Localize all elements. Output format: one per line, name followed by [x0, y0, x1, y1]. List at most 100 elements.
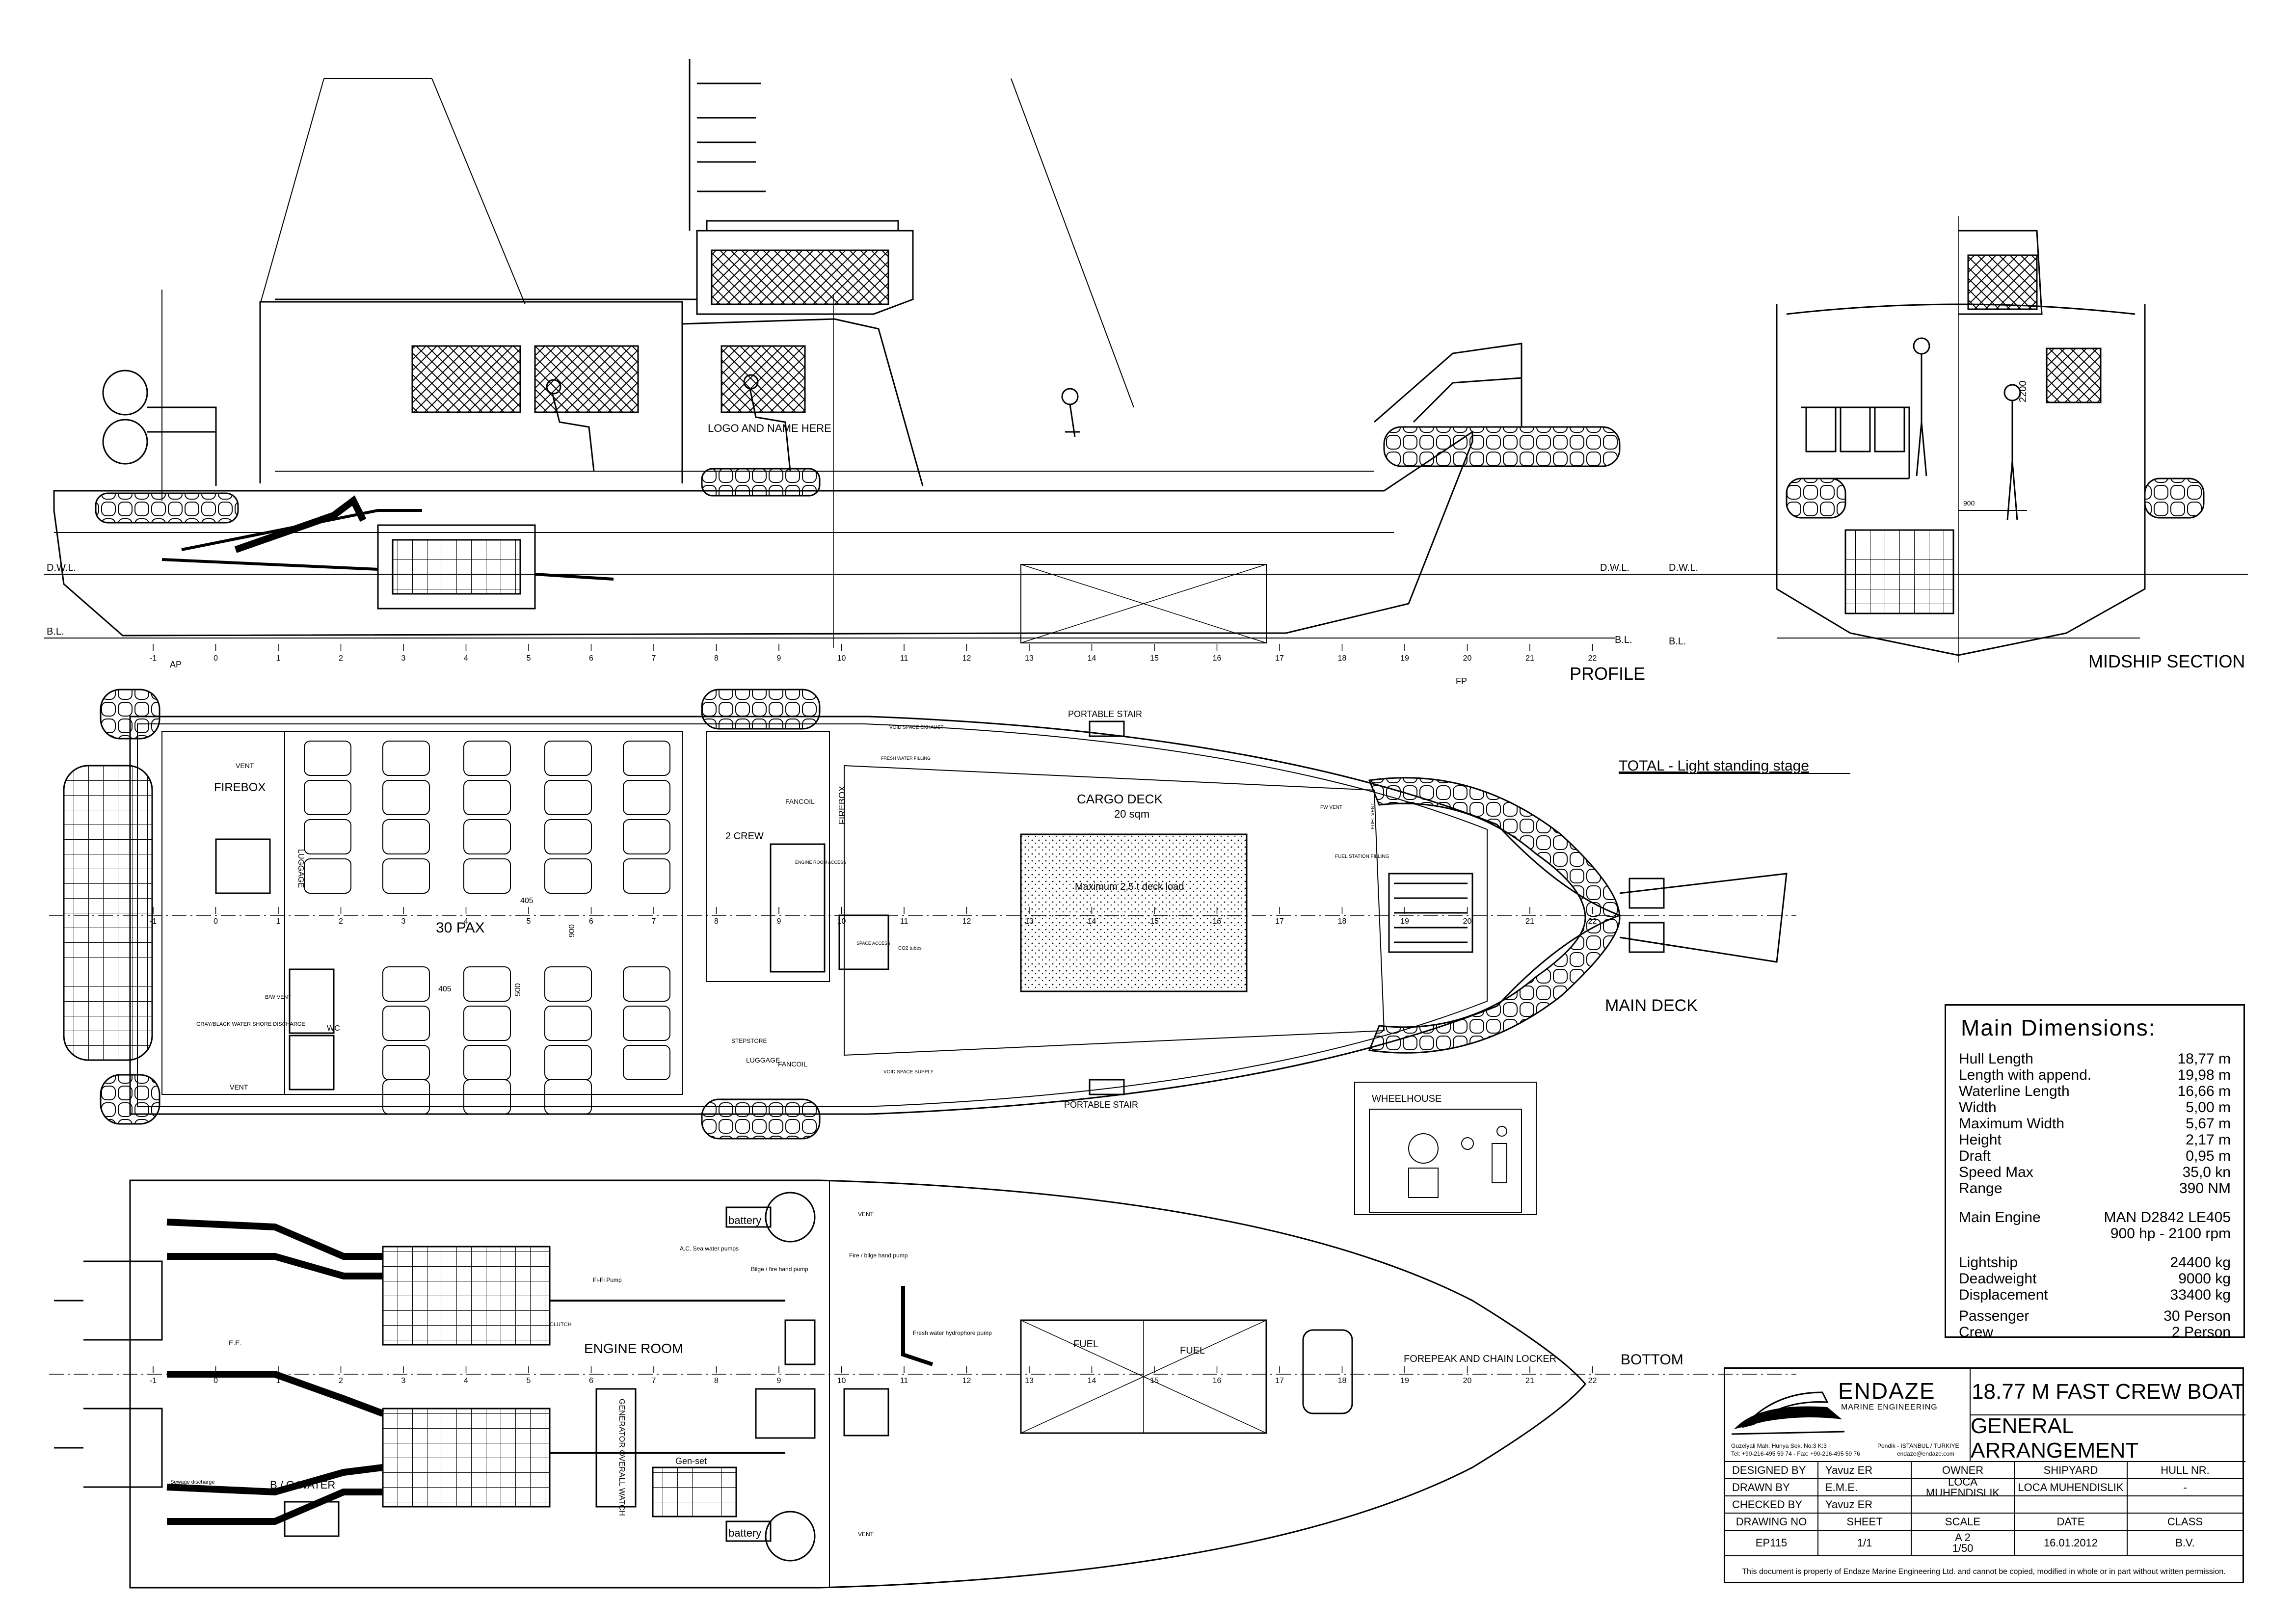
passenger-seat-21	[382, 1006, 430, 1041]
drawn-by-value: E.M.E.	[1818, 1479, 1912, 1495]
engine-access-label: ENGINE ROOM ACCESS	[795, 860, 846, 865]
dimension-value: 5,67 m	[2186, 1116, 2231, 1132]
company-email: endaze@endaze.com	[1897, 1450, 1954, 1457]
battery-label-bottom: battery	[728, 1527, 761, 1539]
date-value: 16.01.2012	[2015, 1531, 2128, 1555]
bilge-hand-pump-label: Bilge / fire hand pump	[751, 1266, 808, 1273]
passenger-seat-18	[623, 819, 670, 854]
bottom-label: BOTTOM	[1621, 1352, 1683, 1368]
fuel-label-1: FUEL	[1073, 1339, 1098, 1350]
deck-frame-15: 14	[1088, 917, 1096, 926]
dimension-label: Maximum Width	[1959, 1116, 2065, 1132]
hull-nr-header: HULL NR.	[2161, 1464, 2210, 1476]
paper-size: A 2	[1955, 1531, 1971, 1544]
genset-label: Gen-set	[675, 1456, 707, 1466]
deck-frame-8: 7	[652, 917, 656, 926]
midship-label: MIDSHIP SECTION	[2088, 651, 2245, 671]
dimension-value: 0,95 m	[2186, 1148, 2231, 1164]
bottom-frame-4: 3	[401, 1377, 406, 1385]
profile-fp: FP	[1456, 676, 1467, 686]
profile-frame-2: 1	[276, 654, 281, 663]
wheelhouse-label: WHEELHOUSE	[1372, 1093, 1442, 1104]
firebox-label-2: FIREBOX	[837, 786, 847, 825]
fresh-water-pump-label: Fresh water hydrophore pump	[913, 1330, 992, 1336]
deck-frame-3: 2	[339, 917, 343, 926]
passenger-seat-17	[623, 780, 670, 815]
deck-frame-19: 18	[1338, 917, 1347, 926]
dimension-label: Displacement	[1959, 1287, 2048, 1303]
profile-frame-14: 13	[1025, 654, 1034, 663]
bg-water-label: B / G WATER	[270, 1479, 335, 1491]
passenger-seat-16	[623, 741, 670, 776]
deck-frame-14: 13	[1025, 917, 1034, 926]
owner-value: LOCA MUHENDISLIK	[1912, 1476, 2015, 1498]
fuel-vent-label: FUEL VENT	[1370, 802, 1376, 829]
passenger-seat-19	[623, 858, 670, 894]
dimension-value: 5,00 m	[2186, 1099, 2231, 1116]
bottom-view	[49, 1179, 1796, 1589]
hull-nr-value: -	[2183, 1481, 2187, 1493]
bw-vent-label: B/W VENT	[265, 994, 291, 1000]
hull-spacer	[2128, 1496, 2243, 1513]
profile-frame-10: 9	[777, 654, 781, 663]
engine-room-label: ENGINE ROOM	[584, 1341, 683, 1356]
profile-dwl-right: D.W.L.	[1600, 562, 1629, 573]
profile-frame-23: 22	[1588, 654, 1597, 663]
title-block-grid: DESIGNED BY Yavuz ER OWNER SHIPYARD HULL…	[1725, 1462, 2243, 1556]
passenger-seat-3	[304, 858, 351, 894]
void-exhaust-label: VOID SPACE EXHAUST	[889, 725, 943, 730]
deck-frame-17: 16	[1213, 917, 1222, 926]
drawing-subtitle: GENERAL ARRANGEMENT	[1971, 1414, 2245, 1463]
space-access-label: SPACE ACCESS	[856, 941, 890, 946]
main-deck-view	[49, 689, 1796, 1140]
profile-frame-6: 5	[527, 654, 531, 663]
profile-frame-20: 19	[1400, 654, 1409, 663]
profile-frame-4: 3	[401, 654, 406, 663]
passenger-seat-26	[463, 1045, 511, 1080]
passenger-seat-10	[463, 819, 511, 854]
engine-label: Main Engine	[1959, 1209, 2041, 1225]
dimension-label: Height	[1959, 1132, 2002, 1148]
copyright-note: This document is property of Endaze Mari…	[1742, 1568, 2226, 1576]
scale-header: SCALE	[1912, 1514, 2015, 1530]
dimension-row: Maximum Width 5,67 m	[1959, 1116, 2231, 1132]
profile-frame-18: 17	[1275, 654, 1284, 663]
shipyard-spacer	[2015, 1496, 2128, 1513]
void-supply-label: VOID SPACE SUPPLY	[883, 1069, 934, 1075]
passenger-seat-2	[304, 819, 351, 854]
profile-frame-16: 15	[1150, 654, 1159, 663]
bottom-frame-1: 0	[214, 1377, 218, 1385]
designed-by-value: Yavuz ER	[1818, 1462, 1912, 1478]
profile-bl-right: B.L.	[1615, 635, 1632, 645]
shipyard-value: LOCA MUHENDISLIK	[2015, 1479, 2128, 1495]
main-deck-labels: MAIN DECK FIREBOX LUGGAGE 30 PAX 405 405…	[196, 709, 1850, 1110]
passenger-seat-22	[382, 1045, 430, 1080]
dimension-value: 2 Person	[2171, 1324, 2231, 1340]
class-header: CLASS	[2167, 1515, 2203, 1528]
dimension-label: Waterline Length	[1959, 1083, 2070, 1099]
sewage-label: Sewage discharge	[170, 1479, 215, 1485]
passenger-seat-20	[382, 966, 430, 1002]
fresh-water-filling-label: FRESH WATER FILLING	[881, 756, 931, 761]
passenger-seat-7	[382, 858, 430, 894]
drawn-by-header: DRAWN BY	[1725, 1479, 1818, 1495]
class-value: B.V.	[2175, 1537, 2195, 1549]
engine-model: MAN D2842 LE405	[2104, 1209, 2231, 1225]
dimension-value: 33400 kg	[2170, 1287, 2231, 1303]
deck-frame-2: 1	[276, 917, 281, 926]
bottom-frame-13: 12	[962, 1377, 971, 1385]
co2-label: CO2 tubes	[898, 946, 922, 951]
crew-label: 2 CREW	[725, 831, 764, 842]
sea-water-pump-label: A.C. Sea water pumps	[680, 1245, 739, 1252]
dimension-value: 16,66 m	[2177, 1083, 2231, 1099]
deck-frame-18: 17	[1275, 917, 1284, 926]
company-subtitle: MARINE ENGINEERING	[1841, 1403, 1938, 1411]
bottom-frame-11: 10	[837, 1377, 846, 1385]
profile-frame-19: 18	[1338, 654, 1347, 663]
